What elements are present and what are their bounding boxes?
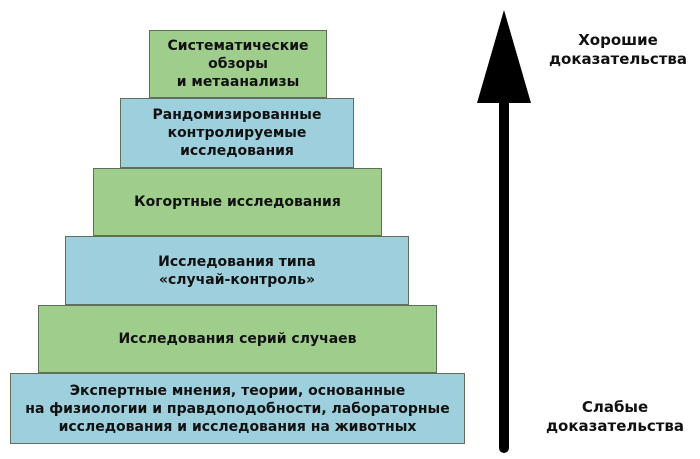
level-label: Исследования типа «случай-контроль» [158, 253, 316, 288]
level-label: Рандомизированные контролируемые исследо… [152, 107, 322, 159]
level-label: Экспертные мнения, теории, основанные на… [25, 382, 450, 435]
pyramid-level-cohort: Когортные исследования [93, 168, 382, 236]
level-label: Систематические обзоры и метаанализы [167, 38, 309, 90]
good-evidence-label: Хорошие доказательства [548, 31, 688, 68]
arrow-head-up-icon [477, 10, 531, 103]
weak-evidence-label: Слабые доказательства [545, 398, 685, 435]
pyramid-level-case-series: Исследования серий случаев [38, 305, 437, 373]
pyramid-level-rct: Рандомизированные контролируемые исследо… [120, 98, 354, 168]
pyramid-level-expert-opinion: Экспертные мнения, теории, основанные на… [10, 373, 465, 444]
pyramid-level-systematic-reviews: Систематические обзоры и метаанализы [149, 30, 327, 98]
pyramid-level-case-control: Исследования типа «случай-контроль» [65, 236, 409, 305]
level-label: Когортные исследования [134, 194, 341, 210]
level-label: Исследования серий случаев [118, 331, 357, 347]
